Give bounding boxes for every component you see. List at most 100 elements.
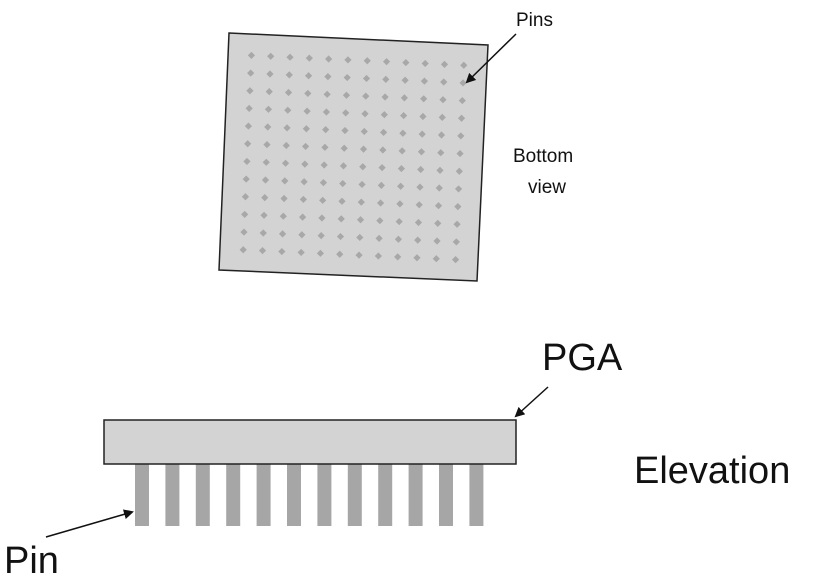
pin-pad — [246, 87, 254, 95]
pin-pad — [262, 158, 270, 166]
pin-pad — [454, 202, 462, 211]
elevation-pin — [287, 464, 301, 526]
pin-pad — [415, 201, 423, 209]
pin-pad — [457, 132, 465, 140]
elevation-pin — [135, 464, 149, 526]
pin-pad — [285, 71, 293, 79]
pin-pad — [359, 145, 368, 153]
pga-label: PGA — [542, 337, 623, 379]
pin-pad — [439, 96, 447, 104]
pin-pad — [299, 195, 307, 204]
bottom-view-label-line1: Bottom — [513, 146, 573, 167]
pin-pad — [339, 162, 348, 170]
pin-pad — [341, 126, 349, 135]
pin-pad — [402, 58, 410, 67]
pin-pad — [434, 202, 443, 210]
pin-pad — [375, 234, 383, 242]
pin-pad — [363, 57, 371, 65]
pin-pad — [281, 177, 289, 185]
elevation-pin — [226, 464, 241, 526]
pin-pad — [302, 125, 310, 133]
elevation-pin — [317, 464, 332, 526]
pin-pad — [264, 123, 272, 131]
pin-pad — [413, 254, 421, 262]
pin-pad — [282, 141, 290, 150]
pin-pad — [284, 106, 292, 114]
pin-pad — [344, 56, 352, 64]
pin-pad — [342, 91, 351, 99]
pin-pad — [416, 183, 424, 191]
pin-pad — [376, 199, 385, 207]
pin-pad — [243, 157, 251, 166]
pin-pad — [320, 161, 328, 169]
pin-pad — [357, 198, 365, 206]
pin-pad — [319, 196, 327, 204]
pin-pad — [432, 255, 440, 263]
pin-pad — [259, 229, 267, 237]
elevation-view: PGA Elevation Pin — [4, 337, 790, 580]
pin-pad — [382, 58, 391, 66]
pin-pad — [417, 165, 425, 174]
pin-pad — [316, 249, 325, 257]
pin-pad — [265, 88, 273, 96]
pin-pad — [399, 129, 407, 137]
pin-pad — [420, 77, 429, 85]
pin-pad — [321, 143, 329, 151]
pin-pad — [298, 231, 306, 239]
pin-pad — [283, 124, 291, 132]
pin-pad — [459, 79, 467, 87]
pin-pad — [302, 142, 310, 151]
pin-pad — [400, 111, 408, 120]
pin-pad — [304, 72, 313, 80]
pin-pad — [299, 213, 307, 221]
bottom-view-label-line2: view — [528, 177, 566, 198]
pin-pad — [358, 180, 366, 189]
pin-pad — [377, 181, 385, 189]
pin-pad — [340, 144, 348, 152]
pin-pad — [284, 88, 293, 97]
package-body — [103, 419, 517, 465]
pin-pad — [438, 113, 446, 121]
pin-pad — [435, 184, 443, 192]
pin-pad — [261, 176, 270, 184]
package-bottom-face — [218, 32, 489, 282]
pin-pad — [244, 140, 252, 148]
bottom-view: Pins Bottom view — [218, 10, 573, 282]
pin-pad — [247, 69, 255, 77]
pin-pad — [247, 51, 256, 60]
pin-pad — [241, 193, 250, 201]
pins-label: Pins — [516, 10, 553, 31]
pin-pad — [379, 128, 388, 136]
pin-pad — [318, 214, 326, 222]
pin-pad — [324, 73, 332, 81]
pin-pad — [280, 194, 288, 203]
pin-pad — [325, 55, 333, 63]
pin-pad — [380, 111, 388, 119]
pin-pad — [456, 149, 464, 158]
pin-pad — [394, 235, 403, 243]
pin-pad — [437, 131, 446, 139]
elevation-pin — [347, 464, 362, 526]
pin-pad — [378, 164, 386, 172]
elevation-label: Elevation — [634, 450, 790, 492]
pin-pad — [458, 96, 466, 105]
elevation-pin — [439, 464, 453, 526]
pin-pad — [396, 200, 404, 208]
pin-pad-grid — [239, 51, 468, 264]
pin-pad — [240, 228, 248, 236]
pin-pad — [397, 182, 405, 190]
pin-pad — [453, 220, 461, 228]
pin-pad — [395, 217, 403, 226]
pin-pad — [266, 70, 274, 78]
pin-pad — [376, 217, 384, 225]
elevation-pin — [195, 464, 210, 526]
pin-pad — [359, 163, 367, 171]
pin-pad — [260, 211, 268, 219]
pin-pad — [336, 232, 345, 241]
pin-pad — [278, 230, 287, 238]
pin-pad — [457, 114, 466, 122]
pins-arrow — [465, 33, 517, 84]
pin-pad — [356, 216, 365, 224]
pin-pad — [323, 90, 331, 98]
